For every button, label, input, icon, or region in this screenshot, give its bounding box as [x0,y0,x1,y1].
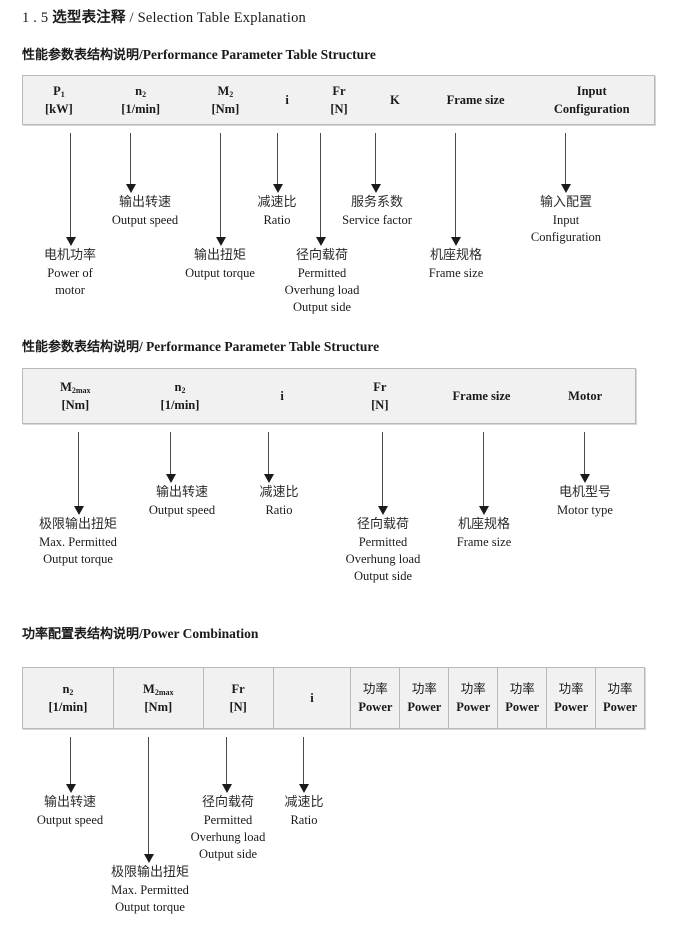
section-heading-1-en: Performance Parameter Table Structure [142,47,376,62]
table1-col-input-configuration: Input Configuration [553,83,630,116]
note-overhung-load-2: 径向载荷 Permitted Overhung load Output side [345,517,421,584]
section-heading-2-sep: / [139,339,143,354]
arrow-to-ratio-2 [263,432,274,483]
note-ratio-1: 减速比 Ratio [257,195,297,227]
note-input-configuration: 输入配置 Input Configuration [530,195,602,245]
arrow-to-frame-size-1 [450,133,461,246]
note-ratio-2: 减速比 Ratio [259,485,299,517]
section-heading-3-cn: 功率配置表结构说明 [22,627,140,642]
table2-col-motor: Motor [568,388,603,403]
note-max-output-torque-3: 极限输出扭矩 Max. Permitted Output torque [110,865,190,915]
note-output-speed-3: 输出转速 Output speed [36,795,104,827]
power-combination-table: n2 [1/min] M2max [Nm] Fr [N] i 功率 Power … [22,667,645,729]
table2-col-n2: n2 [1/min] [160,379,200,412]
note-overhung-load-3: 径向载荷 Permitted Overhung load Output side [190,795,266,862]
title-separator: / [129,10,134,26]
table3-col-power-6: 功率 Power [595,668,644,728]
arrow-to-output-speed-1 [125,133,136,193]
arrow-to-input-configuration [560,133,571,193]
table3-col-fr: Fr [N] [202,668,273,728]
section-heading-1: 性能参数表结构说明/Performance Parameter Table St… [22,44,376,63]
note-output-torque: 输出扭矩 Output torque [185,248,255,280]
table1-col-n2: n2 [1/min] [121,83,161,116]
note-output-speed-2: 输出转速 Output speed [148,485,216,517]
arrow-to-service-factor [370,133,381,193]
page-title-en: Selection Table Explanation [137,10,306,26]
arrow-to-power-of-motor [65,133,76,246]
page-title-cn: 选型表注释 [52,10,126,26]
note-overhung-load-1: 径向载荷 Permitted Overhung load Output side [284,248,360,315]
table1-col-k: K [389,92,400,107]
arrow-to-ratio-1 [272,133,283,193]
table3-col-power-5: 功率 Power [546,668,595,728]
arrow-to-output-torque [215,133,226,246]
table1-col-fr: Fr [N] [330,83,348,116]
arrow-to-frame-size-2 [478,432,489,515]
section-heading-2-cn: 性能参数表结构说明 [22,340,140,355]
arrow-to-max-output-torque-2 [73,432,84,515]
note-frame-size-1: 机座规格 Frame size [428,248,484,280]
table3-col-power-1: 功率 Power [350,668,399,728]
section-heading-1-cn: 性能参数表结构说明 [22,48,140,63]
table1-col-i: i [285,92,289,107]
section-heading-3-en: Power Combination [142,626,259,641]
note-service-factor: 服务系数 Service factor [342,195,412,227]
table3-col-n2: n2 [1/min] [48,681,88,714]
table2-col-fr: Fr [N] [371,379,389,412]
section-heading-3: 功率配置表结构说明/Power Combination [22,623,258,642]
section-heading-3-sep: / [139,626,143,641]
note-frame-size-2: 机座规格 Frame size [456,517,512,549]
arrow-to-overhung-load-3 [221,737,232,793]
page-title: 1 . 5 选型表注释 / Selection Table Explanatio… [22,6,306,27]
note-output-speed-1: 输出转速 Output speed [111,195,179,227]
section-number: 1 . 5 [22,10,49,26]
section-heading-2: 性能参数表结构说明/ Performance Parameter Table S… [22,336,379,355]
note-max-output-torque-2: 极限输出扭矩 Max. Permitted Output torque [38,517,118,567]
table1-col-m2: M2 [Nm] [211,83,240,116]
section-heading-1-sep: / [139,47,143,62]
table1-col-frame-size: Frame size [446,92,505,107]
section-heading-2-en: Performance Parameter Table Structure [146,339,380,354]
table3-col-power-4: 功率 Power [497,668,546,728]
table2-col-m2max: M2max [Nm] [60,379,91,412]
table3-col-m2max: M2max [Nm] [112,668,203,728]
table1-col-p1: P1 [kW] [45,83,73,116]
table3-col-i: i [272,668,351,728]
performance-parameter-table-1: P1 [kW] n2 [1/min] M2 [Nm] i Fr [N] K Fr… [22,75,655,125]
arrow-to-output-speed-2 [165,432,176,483]
performance-parameter-table-2: M2max [Nm] n2 [1/min] i Fr [N] Frame siz… [22,368,636,424]
arrow-to-ratio-3 [298,737,309,793]
table2-col-i: i [280,388,284,403]
arrow-to-overhung-load-1 [315,133,326,246]
arrow-to-overhung-load-2 [377,432,388,515]
table3-col-power-2: 功率 Power [399,668,448,728]
arrow-to-max-output-torque-3 [143,737,154,863]
note-power-of-motor: 电机功率 Power of motor [43,248,97,298]
arrow-to-output-speed-3 [65,737,76,793]
note-ratio-3: 减速比 Ratio [284,795,324,827]
table2-col-frame-size: Frame size [452,388,511,403]
table3-col-power-3: 功率 Power [448,668,497,728]
arrow-to-motor-type [579,432,590,483]
note-motor-type: 电机型号 Motor type [557,485,613,517]
